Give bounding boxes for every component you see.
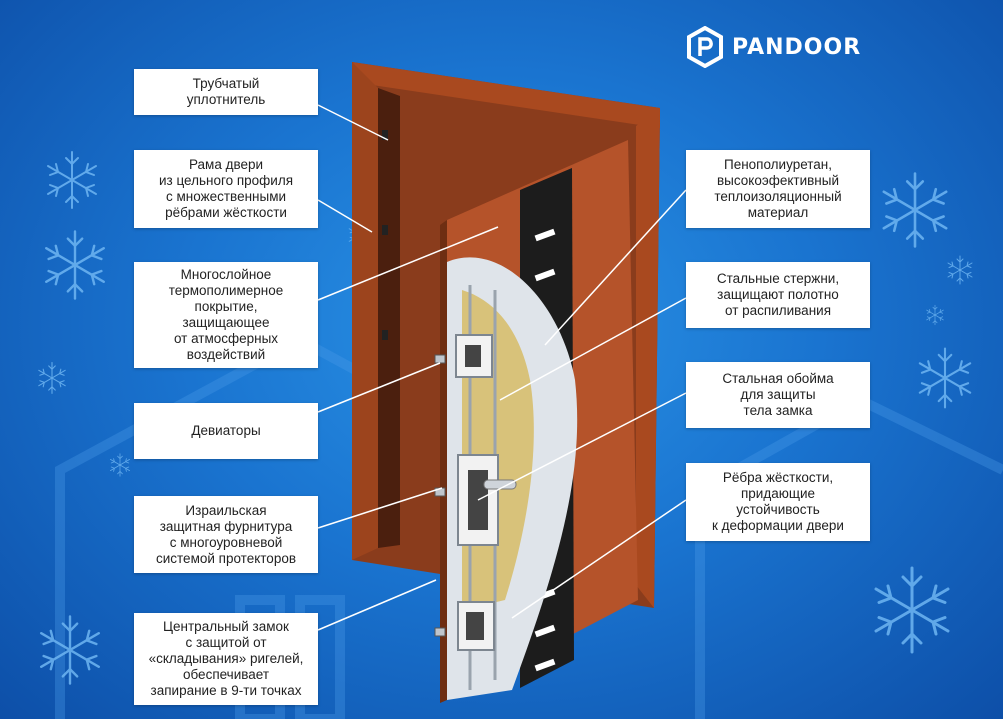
label-line: к деформации двери — [712, 518, 844, 533]
label-line: «складывания» ригелей, — [148, 651, 304, 666]
label-hardware: Израильская защитная фурнитура с многоур… — [134, 496, 318, 573]
label-ribs: Рёбра жёсткости, придающие устойчивость … — [686, 463, 870, 541]
label-line: с множественными — [165, 189, 287, 204]
label-line: термополимерное — [168, 283, 284, 298]
label-line: уплотнитель — [186, 92, 266, 107]
label-line: защищающее — [182, 315, 270, 330]
label-central-lock: Центральный замок с защитой от «складыва… — [134, 613, 318, 705]
label-line: устойчивость — [736, 502, 820, 517]
label-line: защитная фурнитура — [159, 518, 293, 534]
label-line: с защитой от — [185, 635, 267, 650]
label-line: придающие — [740, 486, 816, 501]
label-line: Многослойное — [180, 267, 272, 282]
label-line: с многоуровневой — [169, 534, 283, 550]
label-line: тела замка — [743, 403, 813, 418]
door-leaf — [434, 140, 638, 703]
label-line: из цельного профиля — [158, 173, 294, 188]
label-line: рёбрами жёсткости — [165, 205, 287, 220]
brand-name: PANDOOR — [732, 34, 862, 60]
label-line: Рама двери — [188, 157, 264, 172]
label-line: запирание в 9-ти точках — [150, 683, 302, 698]
label-line: теплоизоляционный — [714, 189, 842, 204]
label-line: обеспечивает — [182, 667, 270, 682]
label-foam: Пенополиуретан, высокоэфективный теплоиз… — [686, 150, 870, 228]
brand-logo: PANDOOR — [686, 26, 861, 68]
label-line: от распиливания — [724, 303, 832, 318]
label-line: Пенополиуретан, — [723, 157, 833, 172]
label-tubular-seal: Трубчатый уплотнитель — [134, 69, 318, 115]
label-line: покрытие, — [194, 299, 258, 314]
label-lock-cage: Стальная обойма для защиты тела замка — [686, 362, 870, 428]
label-line: Израильская — [185, 502, 267, 518]
label-line: материал — [747, 205, 809, 220]
label-line: Центральный замок — [163, 619, 289, 634]
label-line: для защиты — [740, 387, 816, 402]
leader-lines — [317, 104, 687, 631]
pandoor-logo-icon — [687, 26, 723, 68]
label-deviators: Девиаторы — [134, 403, 318, 459]
label-line: высокоэфективный — [716, 173, 839, 188]
label-line: защищают полотно — [717, 287, 839, 302]
label-line: системой протекторов — [155, 550, 297, 566]
label-line: от атмосферных — [173, 331, 279, 346]
label-line: Стальные стержни, — [716, 271, 840, 286]
label-line: Трубчатый — [192, 76, 260, 91]
label-frame: Рама двери из цельного профиля с множест… — [134, 150, 318, 228]
label-line: воздействий — [186, 347, 266, 362]
label-line: Стальная обойма — [722, 371, 834, 386]
label-line: Рёбра жёсткости, — [722, 470, 834, 485]
label-coating: Многослойное термополимерное покрытие, з… — [134, 262, 318, 368]
label-line: Девиаторы — [191, 423, 261, 438]
label-steel-rods: Стальные стержни, защищают полотно от ра… — [686, 262, 870, 328]
